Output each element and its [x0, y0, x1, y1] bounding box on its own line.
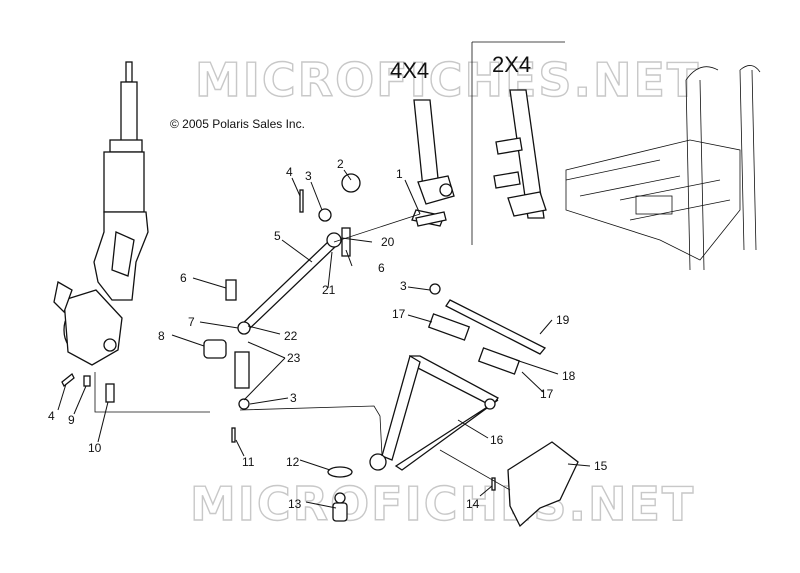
label-4x4: 4X4: [390, 58, 429, 83]
callout-15: 15: [594, 459, 608, 473]
callout-22: 22: [284, 329, 298, 343]
callout-3a: 3: [305, 169, 312, 183]
callout-3b: 3: [400, 279, 407, 293]
strut-assembly: [53, 61, 149, 366]
callout-13: 13: [288, 497, 302, 511]
callout-7: 7: [188, 315, 195, 329]
callout-12: 12: [286, 455, 300, 469]
spindle-4x4: [411, 99, 455, 227]
ball-joint: [332, 492, 348, 522]
callout-19: 19: [556, 313, 570, 327]
callout-4a: 4: [286, 165, 293, 179]
reference-lines: [94, 213, 511, 491]
callout-5: 5: [274, 229, 281, 243]
leader-lines: [57, 169, 591, 509]
callout-9: 9: [68, 413, 75, 427]
watermark-top: MICROFICHES.NET: [195, 53, 700, 107]
callout-numbers: 1 2 3 3 3 4 4 5 6 6 7 8 9 10 11 12 13 14…: [48, 157, 608, 511]
callout-23: 23: [287, 351, 301, 365]
callout-18: 18: [562, 369, 576, 383]
callout-1: 1: [396, 167, 403, 181]
a-arm-guard: [507, 441, 579, 528]
callout-17a: 17: [392, 307, 406, 321]
watermark-bottom: MICROFICHES.NET: [190, 477, 695, 531]
label-2x4: 2X4: [492, 52, 531, 77]
a-arm: [369, 355, 499, 471]
cotter-pin: [491, 477, 496, 491]
callout-4b: 4: [48, 409, 55, 423]
retaining-ring: [327, 466, 353, 478]
vehicle-frame: [565, 65, 761, 271]
callout-6b: 6: [378, 261, 385, 275]
spindle-2x4: [493, 89, 547, 219]
copyright-text: © 2005 Polaris Sales Inc.: [170, 117, 305, 131]
callout-11: 11: [242, 455, 255, 469]
hardware-parts: [61, 173, 447, 443]
callout-3c: 3: [290, 391, 297, 405]
callout-6a: 6: [180, 271, 187, 285]
callout-2: 2: [337, 157, 344, 171]
a-arm-bushings: [427, 299, 547, 375]
callout-17b: 17: [540, 387, 554, 401]
callout-20: 20: [381, 235, 395, 249]
inset-2x4-border: [471, 41, 565, 245]
callout-21: 21: [322, 283, 336, 297]
callout-14: 14: [466, 497, 480, 511]
callout-10: 10: [88, 441, 102, 455]
callout-16: 16: [490, 433, 504, 447]
callout-8: 8: [158, 329, 165, 343]
